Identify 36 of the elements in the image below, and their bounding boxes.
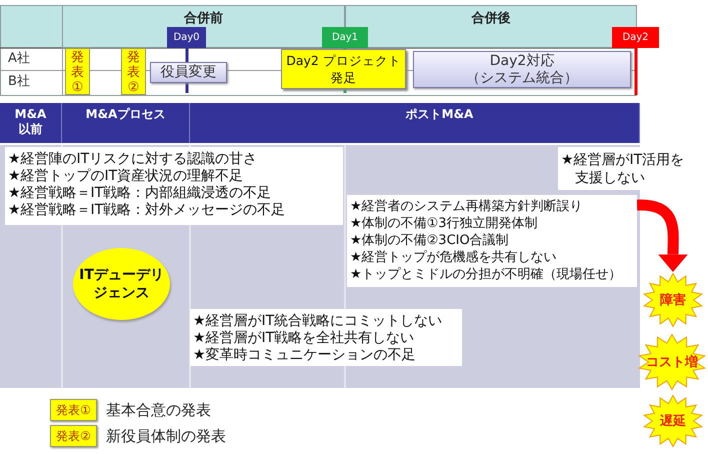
bullet-text: ★経営層がIT統合戦略にコミットしない: [193, 313, 442, 330]
bullet-text: ★トップとミドルの分担が不明確（現場任せ）: [350, 266, 622, 283]
bullet-text: ★経営陣のITリスクに対する認識の甘さ: [8, 151, 258, 168]
phase-header: M&A以前: [0, 103, 62, 143]
starburst: 遅延: [642, 394, 704, 448]
bullet-text: ★経営トップのIT資産状況の理解不足: [8, 168, 244, 185]
bullet-text: ★経営戦略＝IT戦略：対外メッセージの不足: [8, 202, 286, 219]
legend-key: 発表②: [50, 425, 97, 447]
bullet-text: ★経営トップが危機感を共有しない: [350, 249, 557, 266]
bullet-text: ★体制の不備①3行独立開発体制: [350, 215, 538, 232]
event-box: 役員変更: [150, 62, 227, 83]
event-box: Day2対応（システム統合）: [413, 51, 631, 88]
text-box: [347, 195, 637, 287]
legend-text: 基本合意の発表: [106, 400, 211, 421]
phase-header: M&Aプロセス: [62, 103, 190, 143]
text-box: [190, 309, 462, 366]
project-box: Day2 プロジェクト発足: [281, 49, 406, 89]
announcement-box: 発表②: [121, 48, 146, 95]
legend-key: 発表①: [50, 399, 97, 421]
row-label: A社: [8, 51, 30, 67]
milestone-tag: Day0: [167, 27, 206, 48]
text-box: [5, 147, 343, 225]
milestone-tag: Day2: [612, 27, 659, 48]
legend-text: 新役員体制の発表: [106, 426, 226, 447]
header-title: 合併前: [184, 11, 223, 27]
milestone-tag: Day1: [322, 27, 368, 48]
bullet-text: ★経営戦略＝IT戦略：内部組織浸透の不足: [8, 185, 272, 202]
row-label: B社: [8, 74, 30, 90]
bullet-text: ★経営者のシステム再構築方針判断誤り: [350, 198, 583, 215]
phase-header: ポストM&A: [190, 103, 640, 143]
bullet-text: ★変革時コミュニケーションの不足: [193, 347, 416, 364]
announcement-box: 発表①: [65, 48, 90, 95]
bullet-text: ★経営層がIT戦略を全社共有しない: [193, 330, 414, 347]
starburst: 障害: [642, 272, 704, 328]
starburst: コスト増: [637, 333, 707, 391]
bullet-text: ★体制の不備②3CIO合議制: [350, 232, 509, 249]
